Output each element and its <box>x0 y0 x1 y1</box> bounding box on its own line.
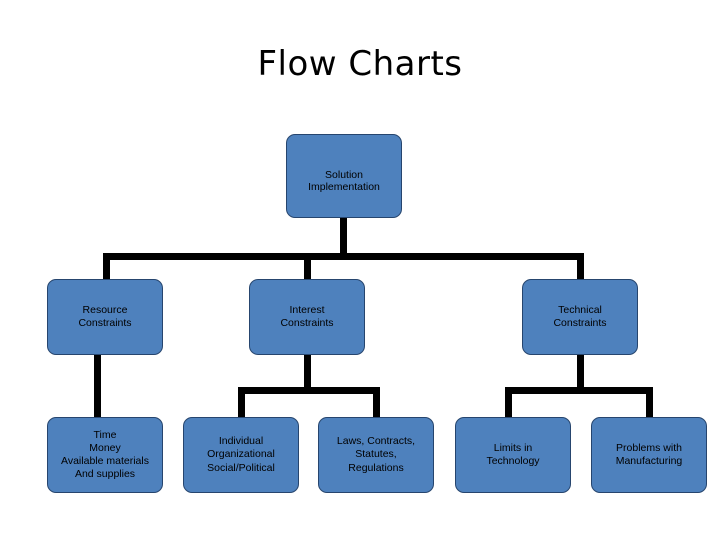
connector-technical-stem <box>577 353 584 390</box>
node-line: Problems with <box>616 441 682 454</box>
node-line: Regulations <box>348 461 404 474</box>
connector-drop-resource <box>103 253 110 281</box>
node-laws-contracts[interactable]: Laws, Contracts, Statutes, Regulations <box>318 417 434 493</box>
node-line: Organizational <box>207 448 275 461</box>
node-line: Technology <box>486 455 540 467</box>
node-line: Time <box>93 428 117 441</box>
page-title: Flow Charts <box>257 44 463 84</box>
connector-interest-bus <box>238 387 380 394</box>
connector-technical-bus <box>505 387 653 394</box>
node-line: Manufacturing <box>615 455 683 467</box>
node-line: Constraints <box>78 317 132 329</box>
connector-technical-drop-right <box>646 387 653 417</box>
node-individual-organizational[interactable]: Individual Organizational Social/Politic… <box>183 417 299 493</box>
connector-resource-stem <box>94 353 101 420</box>
node-line: Laws, Contracts, <box>336 435 416 448</box>
connector-interest-drop-left <box>238 387 245 417</box>
node-resource-details[interactable]: Time Money Available materials And suppl… <box>47 417 163 493</box>
node-line: And supplies <box>74 468 136 481</box>
node-line: Resource <box>82 303 128 316</box>
connector-root-stem <box>340 217 347 257</box>
node-interest-constraints[interactable]: Interest Constraints <box>249 279 365 355</box>
connector-level2-bus <box>103 253 584 260</box>
node-problems-with-manufacturing[interactable]: Problems with Manufacturing <box>591 417 707 493</box>
node-line: Available materials <box>61 455 149 467</box>
connector-interest-drop-right <box>373 387 380 417</box>
node-line: Social/Political <box>207 461 275 474</box>
connector-drop-interest <box>304 253 311 281</box>
node-limits-in-technology[interactable]: Limits in Technology <box>455 417 571 493</box>
node-solution-implementation-line2: Implementation <box>286 134 402 218</box>
node-line: Money <box>89 441 121 454</box>
connector-technical-drop-left <box>505 387 512 417</box>
connector-drop-technical <box>577 253 584 281</box>
node-line: Implementation <box>308 181 380 193</box>
node-line: Limits in <box>493 441 533 454</box>
node-technical-constraints[interactable]: Technical Constraints <box>522 279 638 355</box>
node-resource-constraints[interactable]: Resource Constraints <box>47 279 163 355</box>
node-line: Statutes, <box>355 448 397 461</box>
node-line: Constraints <box>553 317 607 329</box>
connector-interest-stem <box>304 353 311 390</box>
node-line: Individual <box>218 435 264 448</box>
node-line: Technical <box>558 303 602 316</box>
node-line: Interest <box>289 303 325 316</box>
node-line: Constraints <box>280 317 334 329</box>
node-line: Solution <box>325 169 363 182</box>
node-solution-implementation[interactable]: Solution <box>286 134 402 218</box>
